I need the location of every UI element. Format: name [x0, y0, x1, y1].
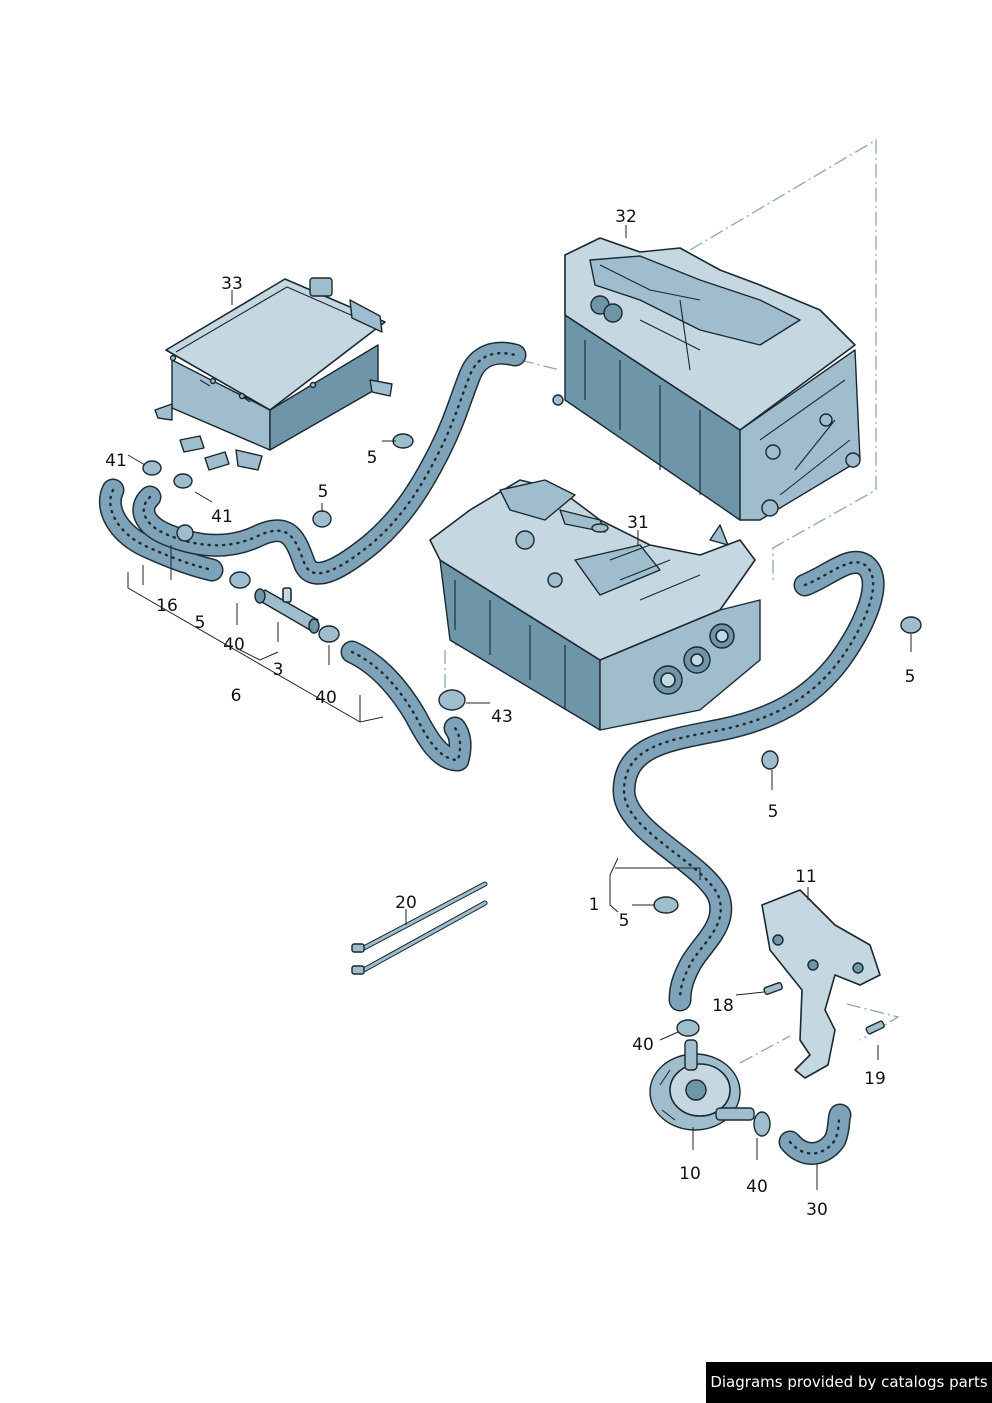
callout-5-right: 5	[905, 667, 916, 687]
callout-40-bottom: 40	[746, 1177, 768, 1197]
callout-43: 43	[491, 707, 513, 727]
callout-labels: 33 32 31 41 41 5 5 16 5 40 3 6 40 43 5 5…	[105, 207, 915, 1220]
coolant-pump-10	[649, 1039, 755, 1131]
control-unit-33	[154, 277, 393, 471]
callout-41-top: 41	[105, 451, 127, 471]
callout-11: 11	[795, 867, 817, 887]
callout-18: 18	[712, 996, 734, 1016]
callout-40-left: 40	[223, 635, 245, 655]
callout-5-lower: 5	[619, 911, 630, 931]
drive-unit-31	[429, 479, 761, 731]
callout-40-pump: 40	[632, 1035, 654, 1055]
callout-20: 20	[395, 893, 417, 913]
coolant-hoses	[98, 341, 885, 1165]
motor-housing-32	[552, 237, 861, 521]
callout-5-lower-right: 5	[768, 802, 779, 822]
callout-3: 3	[273, 660, 284, 680]
leader-lines	[127, 225, 912, 1190]
callout-10: 10	[679, 1164, 701, 1184]
cable-ties-20	[351, 881, 488, 975]
callout-40-middle: 40	[315, 688, 337, 708]
callout-30: 30	[806, 1200, 828, 1220]
watermark-banner: Diagrams provided by catalogs parts	[706, 1362, 992, 1403]
callout-1: 1	[589, 895, 600, 915]
callout-5-upper-left: 5	[367, 448, 378, 468]
connector-pipe-6	[254, 587, 320, 634]
bolts	[763, 981, 885, 1035]
callout-41-bottom: 41	[211, 507, 233, 527]
callout-6: 6	[231, 686, 242, 706]
callout-5-left: 5	[195, 613, 206, 633]
bracket-11	[761, 889, 881, 1079]
callout-19: 19	[864, 1069, 886, 1089]
callout-33: 33	[221, 274, 243, 294]
hose-clamps	[142, 433, 922, 1137]
callout-16: 16	[156, 596, 178, 616]
callout-31: 31	[627, 513, 649, 533]
callout-32: 32	[615, 207, 637, 227]
callout-5-center: 5	[318, 482, 329, 502]
